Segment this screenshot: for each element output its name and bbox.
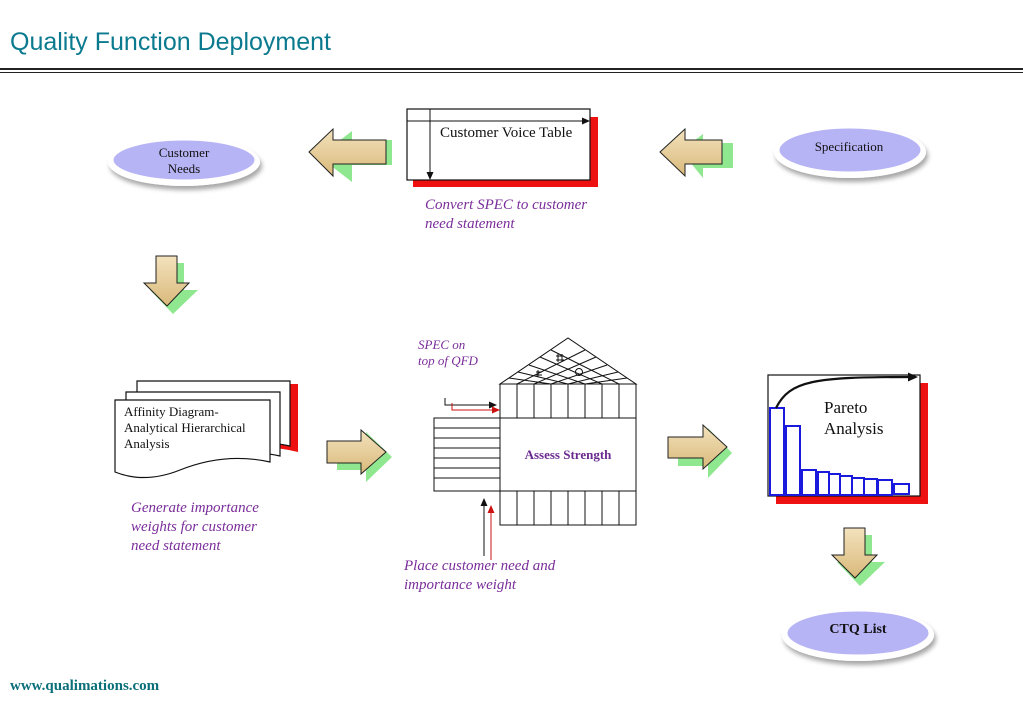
pareto-bar	[785, 425, 801, 496]
pareto-bar	[863, 478, 878, 496]
affinity-diagram-label: Affinity Diagram-Analytical Hierarchical…	[124, 404, 246, 451]
pareto-bar	[801, 469, 817, 496]
spec-on-top-caption: SPEC on top of QFD	[418, 337, 478, 368]
affinity-diagram-documents	[114, 380, 298, 479]
pareto-bar	[828, 473, 841, 496]
page-title: Quality Function Deployment	[10, 28, 331, 56]
specification-label: Specification	[814, 139, 884, 154]
title-divider	[0, 68, 1023, 70]
generate-weights-caption: Generate importance weights for customer…	[131, 500, 259, 554]
customer-needs-node	[108, 137, 260, 186]
assess-strength-label: Assess Strength	[524, 447, 612, 462]
pareto-chart	[767, 372, 928, 504]
pareto-bar	[893, 483, 910, 495]
right-arrow-icon	[326, 428, 392, 482]
pareto-analysis-label: Pareto Analysis	[824, 398, 884, 438]
customer-need-input-arrow	[480, 498, 495, 560]
pareto-bar	[851, 477, 865, 496]
specification-node	[774, 125, 926, 178]
place-need-caption: Place customer need and importance weigh…	[404, 558, 556, 593]
left-arrow-icon	[308, 127, 392, 182]
title-divider-thin	[0, 72, 1023, 73]
spec-input-arrow	[444, 398, 500, 414]
house-of-quality	[433, 337, 638, 526]
customer-needs-label: Customer Needs	[158, 145, 210, 176]
pareto-bar	[877, 479, 893, 496]
customer-voice-table	[406, 108, 598, 187]
footer-url[interactable]: www.qualimations.com	[10, 678, 160, 694]
down-arrow-icon	[830, 527, 885, 586]
ctq-list-label: CTQ List	[829, 622, 887, 637]
pareto-cumulative-curve	[775, 375, 913, 409]
customer-voice-table-label: Customer Voice Table	[440, 125, 573, 141]
ctq-list-node	[782, 608, 934, 661]
convert-spec-caption: Convert SPEC to customer need statement	[425, 197, 588, 232]
left-arrow-icon	[659, 127, 733, 178]
down-arrow-icon	[142, 255, 198, 314]
right-arrow-icon	[667, 423, 732, 478]
pareto-bar	[817, 471, 830, 496]
pareto-bar	[839, 475, 853, 496]
pareto-bar	[769, 407, 785, 496]
